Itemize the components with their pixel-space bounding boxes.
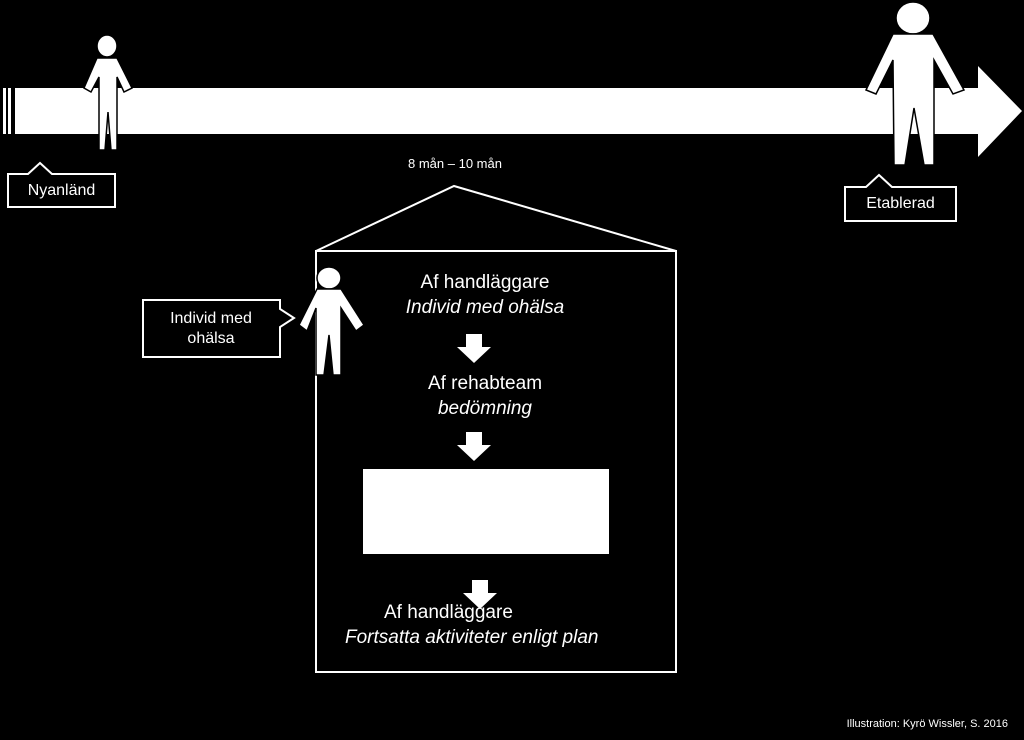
illustration-credit: Illustration: Kyrö Wissler, S. 2016	[846, 718, 1008, 730]
step-caseworker: Af handläggare Individ med ohälsa	[305, 270, 665, 320]
established-person-icon	[864, 1, 966, 166]
nyanland-callout-shape	[7, 161, 116, 208]
step-rehab-team: Af rehabteam bedömning	[305, 371, 665, 421]
step-role: Af rehabteam	[427, 373, 543, 394]
newcomer-person-icon	[83, 34, 134, 151]
nyanland-label-text: Nyanländ	[27, 181, 96, 199]
timeline-arrow	[3, 66, 1022, 157]
individual-callout-shape	[142, 299, 296, 358]
individual-label: Individ med ohälsa	[150, 302, 272, 356]
step-role: Af handläggare	[384, 602, 513, 623]
down-arrow-icon	[457, 334, 491, 363]
nyanland-label: Nyanländ	[9, 175, 114, 206]
step-description: Fortsatta aktiviteter enligt plan	[345, 627, 599, 648]
down-arrow-icon	[457, 432, 491, 461]
process-house-outline	[315, 184, 677, 673]
step-continued-activities: Af handläggare Fortsatta aktiviteter enl…	[305, 600, 645, 650]
etablerad-label-text: Etablerad	[866, 195, 935, 212]
period-label: 8 mån – 10 mån	[408, 156, 502, 171]
down-arrow-icon	[463, 580, 497, 609]
step-role: Af handläggare	[420, 272, 550, 293]
blank-step-box	[363, 469, 609, 554]
step-description: bedömning	[437, 398, 533, 419]
step-description: Individ med ohälsa	[405, 297, 565, 318]
individual-person-icon	[298, 266, 366, 376]
etablerad-label: Etablerad	[846, 188, 955, 220]
etablerad-callout-shape	[844, 173, 957, 222]
individual-label-text: Individ med ohälsa	[170, 310, 252, 347]
